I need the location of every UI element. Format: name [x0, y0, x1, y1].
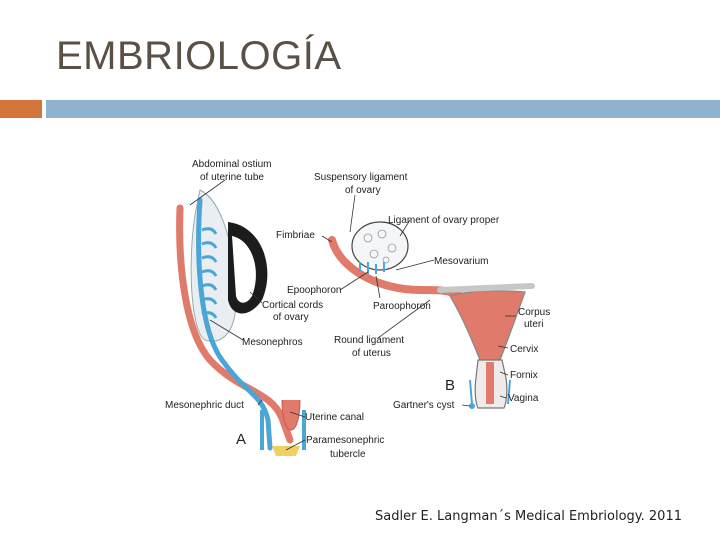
- label-corpus-1: Corpus: [518, 307, 550, 318]
- label-cortical-cords-1: Cortical cords: [262, 300, 323, 311]
- label-epoophoron: Epoophoron: [287, 285, 342, 296]
- label-vagina: Vagina: [508, 393, 539, 404]
- label-suspensory-1: Suspensory ligament: [314, 172, 408, 183]
- label-uterine-canal: Uterine canal: [305, 412, 364, 423]
- citation-text: Sadler E. Langman´s Medical Embriology. …: [375, 509, 682, 524]
- label-ligament-ovary: Ligament of ovary proper: [388, 215, 500, 226]
- ovary-shape: [351, 221, 409, 271]
- label-mesonephros: Mesonephros: [242, 337, 303, 348]
- label-suspensory-2: of ovary: [345, 185, 381, 196]
- uterine-canal: [281, 399, 301, 431]
- label-abdominal-ostium-1: Abdominal ostium: [192, 159, 271, 170]
- label-fornix: Fornix: [510, 370, 538, 381]
- paramesonephric-duct: [176, 204, 294, 444]
- panel-a-illustration: [176, 189, 306, 456]
- slide-title: EMBRIOLOGÍA: [56, 34, 342, 78]
- accent-bar-blue: [46, 100, 720, 118]
- label-cortical-cords-2: of ovary: [273, 312, 309, 323]
- uterus-shape: [449, 290, 526, 361]
- mesonephric-duct: [196, 197, 273, 451]
- label-cervix: Cervix: [510, 344, 538, 355]
- label-paroophoron: Paroophoron: [373, 301, 431, 312]
- label-gartners-cyst: Gartner's cyst: [393, 400, 455, 411]
- label-round-ligament-2: of uterus: [352, 348, 391, 359]
- label-mesovarium: Mesovarium: [434, 256, 488, 267]
- label-abdominal-ostium-2: of uterine tube: [200, 172, 264, 183]
- panel-b-illustration: [328, 221, 535, 409]
- label-paramesonephric-1: Paramesonephric: [306, 435, 384, 446]
- label-corpus-2: uteri: [524, 319, 543, 330]
- label-fimbriae: Fimbriae: [276, 230, 315, 241]
- label-round-ligament-1: Round ligament: [334, 335, 404, 346]
- label-panel-a: A: [236, 431, 246, 448]
- accent-bar-orange: [0, 100, 42, 118]
- label-mesonephric-duct: Mesonephric duct: [165, 400, 244, 411]
- label-panel-b: B: [445, 377, 455, 394]
- label-paramesonephric-2: tubercle: [330, 449, 366, 460]
